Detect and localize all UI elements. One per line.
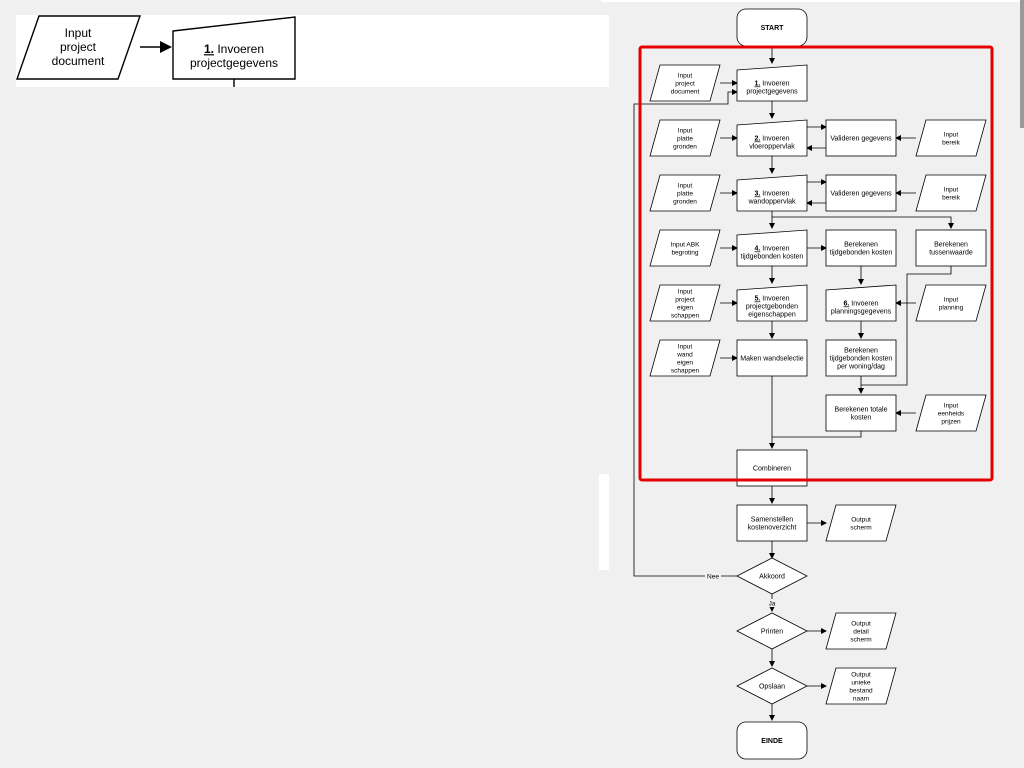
decision-akkoord: [736, 557, 808, 595]
process-maken-wandselectie: [736, 339, 808, 377]
nee-label: Nee: [707, 573, 719, 580]
input-project-document: [649, 64, 721, 102]
process-samenstellen: [736, 504, 808, 542]
end-terminal: [736, 721, 808, 760]
scroll-indicator: [1020, 0, 1024, 128]
line-tussenwaarde-down: [861, 266, 952, 386]
output-unieke-naam: [825, 667, 897, 705]
end-label: EINDE: [761, 738, 783, 745]
step-2: [736, 119, 808, 157]
process-maken-wandselectie-label: Maken wandselectie: [740, 355, 804, 362]
ja-bg: [766, 599, 778, 607]
decision-printen-label: Printen: [761, 628, 783, 635]
process-valideren-2-label: Valideren gegevens: [830, 190, 892, 197]
highlight-box: [638, 45, 994, 482]
zoom-step-1: [172, 16, 296, 80]
decision-opslaan: [736, 667, 808, 705]
step-1: [736, 64, 808, 102]
step-4: [736, 229, 808, 267]
top-strip: [601, 0, 1024, 2]
decision-opslaan-label: Opslaan: [759, 683, 785, 690]
arrow-nee-loop: [633, 89, 738, 577]
output-scherm: [825, 504, 897, 542]
input-platte-gronden-2: [649, 174, 721, 212]
process-berekenen-per-dag: [825, 339, 897, 377]
process-berekenen-tijdgebonden: [825, 229, 897, 267]
input-abk-begroting: [649, 229, 721, 267]
process-berekenen-totaal: [825, 394, 897, 432]
input-bereik-2: [915, 174, 987, 212]
input-project-eigenschappen: [649, 284, 721, 322]
step-6: [825, 284, 897, 322]
zoom-input-project-document: [16, 15, 141, 80]
input-planning: [915, 284, 987, 322]
decision-printen: [736, 612, 808, 650]
process-valideren-2: [825, 174, 897, 212]
input-platte-gronden-1: [649, 119, 721, 157]
input-eenheidsprijzen: [915, 394, 987, 432]
arrow-step3-tussenwaarde: [772, 216, 954, 229]
input-wand-eigenschappen: [649, 339, 721, 377]
step-5: [736, 284, 808, 322]
process-combineren-label: Combineren: [753, 465, 791, 472]
output-detail-scherm: [825, 612, 897, 650]
ja-label: Ja: [769, 600, 776, 607]
side-strip: [599, 474, 609, 570]
input-bereik-1: [915, 119, 987, 157]
step-3: [736, 174, 808, 212]
process-valideren-1: [825, 119, 897, 157]
nee-bg: [705, 571, 721, 580]
line-totaal-combineren: [772, 431, 862, 438]
process-berekenen-tussenwaarde: [915, 229, 987, 267]
decision-akkoord-label: Akkoord: [759, 573, 785, 580]
start-label: START: [761, 25, 785, 32]
process-valideren-1-label: Valideren gegevens: [830, 135, 892, 142]
